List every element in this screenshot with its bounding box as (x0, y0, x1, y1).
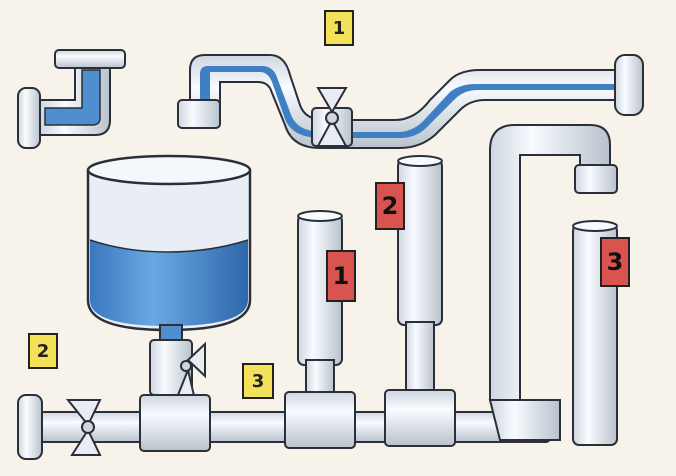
water-tank (88, 156, 250, 347)
top-left-elbow (18, 50, 125, 148)
label-valve-top: 1 (324, 10, 354, 46)
label-valve-left: 2 (28, 333, 58, 369)
label-tube-1: 1 (326, 250, 356, 302)
tube-1 (298, 211, 342, 395)
label-tube-2: 2 (375, 182, 405, 230)
label-valve-middle: 3 (242, 363, 274, 399)
label-tube-3: 3 (600, 237, 630, 287)
tank-outlet (150, 340, 205, 400)
bottom-pipe (18, 390, 560, 459)
